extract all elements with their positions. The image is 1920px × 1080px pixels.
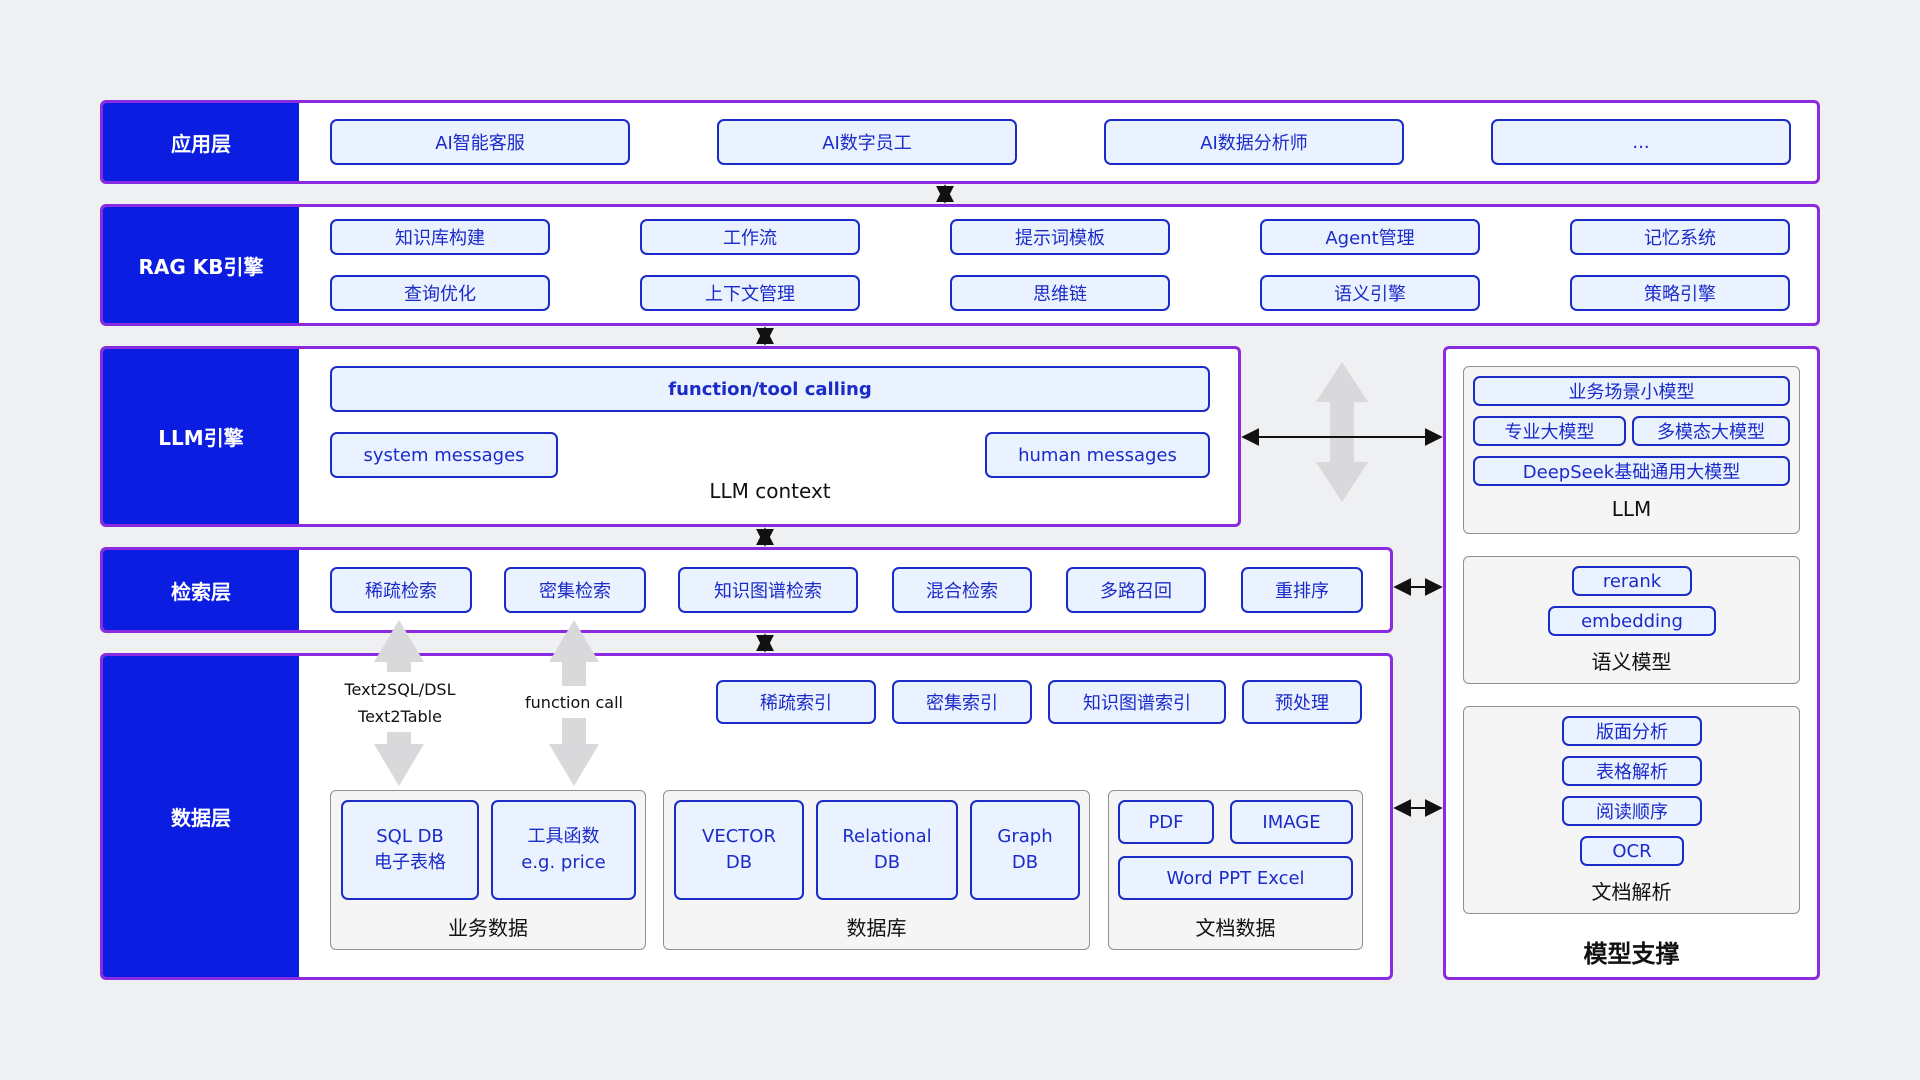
app-item-ai-data-analyst[interactable]: AI数据分析师	[1104, 119, 1404, 165]
retrieval-hybrid[interactable]: 混合检索	[892, 567, 1032, 613]
index-knowledge-graph[interactable]: 知识图谱索引	[1048, 680, 1226, 724]
relational-db-line1: Relational	[842, 826, 932, 847]
relational-db-line2: DB	[873, 852, 901, 873]
vector-db-box[interactable]: VECTOR DB	[674, 800, 804, 900]
model-reading-order[interactable]: 阅读顺序	[1562, 796, 1702, 826]
retrieval-layer-label: 检索层	[103, 550, 299, 630]
llm-model-label: LLM	[1611, 497, 1652, 521]
rag-item-memory-system[interactable]: 记忆系统	[1570, 219, 1790, 255]
relational-db-box[interactable]: Relational DB	[816, 800, 958, 900]
text2sql-label: Text2SQL/DSL Text2Table	[320, 676, 480, 730]
text2sql-line1: Text2SQL/DSL	[344, 680, 456, 699]
model-support-title: 模型支撑	[1583, 940, 1680, 968]
image-box[interactable]: IMAGE	[1230, 800, 1353, 844]
app-item-ai-digital-employee[interactable]: AI数字员工	[717, 119, 1017, 165]
retrieval-dense[interactable]: 密集检索	[504, 567, 646, 613]
retrieval-knowledge-graph[interactable]: 知识图谱检索	[678, 567, 858, 613]
model-embedding[interactable]: embedding	[1548, 606, 1716, 636]
app-item-ai-customer-service[interactable]: AI智能客服	[330, 119, 630, 165]
sql-db-line1: SQL DB	[376, 826, 444, 847]
application-layer-label: 应用层	[103, 103, 299, 181]
data-layer-label: 数据层	[103, 656, 299, 977]
gray-big-arrow	[1316, 362, 1368, 502]
rag-item-strategy-engine[interactable]: 策略引擎	[1570, 275, 1790, 311]
office-docs-box[interactable]: Word PPT Excel	[1118, 856, 1353, 900]
tool-function-box[interactable]: 工具函数 e.g. price	[491, 800, 636, 900]
model-deepseek-general[interactable]: DeepSeek基础通用大模型	[1473, 456, 1790, 486]
rag-item-context-management[interactable]: 上下文管理	[640, 275, 860, 311]
model-multimodal-large[interactable]: 多模态大模型	[1632, 416, 1790, 446]
llm-engine-layer-label: LLM引擎	[103, 349, 299, 524]
retrieval-rerank[interactable]: 重排序	[1241, 567, 1363, 613]
sql-db-line2: 电子表格	[374, 852, 446, 873]
model-business-small[interactable]: 业务场景小模型	[1473, 376, 1790, 406]
rag-item-semantic-engine[interactable]: 语义引擎	[1260, 275, 1480, 311]
human-messages[interactable]: human messages	[985, 432, 1210, 478]
tool-function-line2: e.g. price	[521, 852, 606, 873]
model-table-parse[interactable]: 表格解析	[1562, 756, 1702, 786]
database-label: 数据库	[846, 916, 907, 940]
function-call-label: function call	[525, 693, 623, 712]
retrieval-sparse[interactable]: 稀疏检索	[330, 567, 472, 613]
business-data-label: 业务数据	[448, 916, 528, 940]
model-layout-analysis[interactable]: 版面分析	[1562, 716, 1702, 746]
rag-item-prompt-template[interactable]: 提示词模板	[950, 219, 1170, 255]
doc-parse-label: 文档解析	[1591, 880, 1672, 904]
rag-item-query-optimization[interactable]: 查询优化	[330, 275, 550, 311]
semantic-model-label: 语义模型	[1591, 650, 1672, 674]
index-preprocess[interactable]: 预处理	[1242, 680, 1362, 724]
rag-item-agent-management[interactable]: Agent管理	[1260, 219, 1480, 255]
gray-arrow-down-2	[549, 718, 599, 786]
app-item-more[interactable]: ...	[1491, 119, 1791, 165]
gray-arrow-up-2	[549, 620, 599, 686]
retrieval-multi-recall[interactable]: 多路召回	[1066, 567, 1206, 613]
sql-db-box[interactable]: SQL DB 电子表格	[341, 800, 479, 900]
rag-kb-layer-label: RAG KB引擎	[103, 207, 299, 323]
pdf-box[interactable]: PDF	[1118, 800, 1214, 844]
text2sql-line2: Text2Table	[358, 707, 442, 726]
index-dense[interactable]: 密集索引	[892, 680, 1032, 724]
index-sparse[interactable]: 稀疏索引	[716, 680, 876, 724]
tool-function-line1: 工具函数	[527, 826, 600, 847]
vector-db-line2: DB	[725, 852, 753, 873]
rag-item-kb-build[interactable]: 知识库构建	[330, 219, 550, 255]
model-professional-large[interactable]: 专业大模型	[1473, 416, 1626, 446]
model-ocr[interactable]: OCR	[1580, 836, 1684, 866]
llm-context-label: LLM context	[709, 479, 831, 503]
function-tool-calling[interactable]: function/tool calling	[330, 366, 1210, 412]
graph-db-box[interactable]: Graph DB	[970, 800, 1080, 900]
model-rerank[interactable]: rerank	[1572, 566, 1692, 596]
gray-arrow-down-1	[374, 732, 424, 786]
graph-db-line1: Graph	[997, 826, 1053, 847]
rag-item-workflow[interactable]: 工作流	[640, 219, 860, 255]
gray-arrow-up-1	[374, 620, 424, 672]
graph-db-line2: DB	[1011, 852, 1039, 873]
rag-item-chain-of-thought[interactable]: 思维链	[950, 275, 1170, 311]
vector-db-line1: VECTOR	[702, 826, 776, 847]
document-data-label: 文档数据	[1195, 916, 1276, 940]
system-messages[interactable]: system messages	[330, 432, 558, 478]
